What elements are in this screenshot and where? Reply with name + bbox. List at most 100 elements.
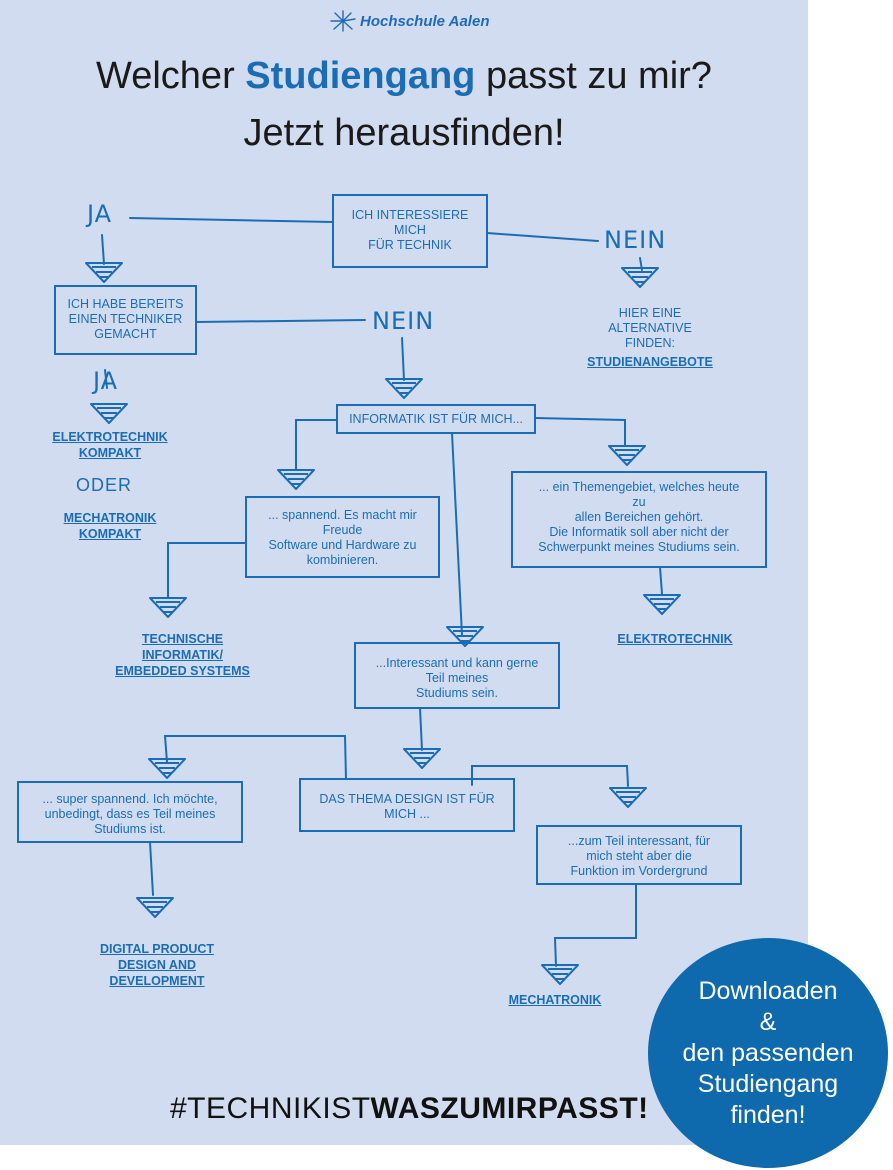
box-zumteil	[536, 825, 742, 885]
line: EMBEDDED SYSTEMS	[115, 664, 250, 678]
line: ... spannend. Es macht mir	[268, 508, 417, 522]
line: MICH ...	[384, 807, 430, 821]
line: Studiums sein.	[416, 686, 498, 700]
line: MECHATRONIK	[63, 511, 157, 525]
line: HIER EINE	[618, 306, 682, 320]
line: Die Informatik soll aber nicht der	[549, 525, 729, 539]
line: allen Bereichen gehört.	[574, 510, 704, 524]
title-part-2: passt zu mir?	[475, 55, 712, 97]
box-techniker	[54, 285, 197, 355]
box-super	[17, 781, 243, 843]
starburst-icon	[330, 10, 356, 32]
line: mich steht aber die	[586, 849, 692, 863]
line: ... ein Themengebiet, welches heute	[538, 480, 740, 494]
line: DAS THEMA DESIGN IST FÜR	[319, 792, 495, 806]
link-technische-informatik[interactable]: TECHNISCHE INFORMATIK/EMBEDDED SYSTEMS	[100, 631, 265, 679]
label-nein-1: NEIN	[604, 226, 667, 254]
line: ICH HABE BEREITS	[67, 297, 184, 311]
box-spannend	[245, 496, 440, 578]
link-digital-product-design[interactable]: DIGITAL PRODUCT DESIGN AND DEVELOPMENT	[82, 941, 232, 989]
line: KOMPAKT	[78, 527, 142, 541]
line: ICH INTERESSIERE	[351, 208, 469, 222]
line: EINEN TECHNIKER	[68, 312, 183, 326]
line: MICH	[394, 223, 426, 237]
box-interessant	[354, 642, 560, 709]
box-technik	[332, 194, 488, 268]
link-elektrotechnik-kompakt[interactable]: ELEKTROTECHNIK KOMPAKT	[40, 429, 180, 461]
line: ...zum Teil interessant, für	[567, 834, 711, 848]
line: ALTERNATIVE	[608, 321, 692, 335]
cta-line: Studiengang	[697, 1069, 839, 1098]
label-oder: ODER	[76, 475, 133, 495]
poster-background	[0, 0, 808, 1145]
arrow-to-digital-product	[136, 897, 174, 918]
download-cta-button[interactable]: Downloaden & den passenden Studiengang f…	[648, 938, 888, 1168]
cta-line: Downloaden	[698, 976, 838, 1005]
line: zu	[632, 495, 646, 509]
cta-line: finden!	[730, 1100, 806, 1129]
arrow-to-zumteil	[609, 787, 647, 808]
page-title: Welcher Studiengang passt zu mir?	[0, 55, 808, 98]
logo-text: Hochschule Aalen	[360, 12, 490, 30]
page-subtitle: Jetzt herausfinden!	[243, 112, 565, 154]
cta-line: den passenden	[682, 1038, 854, 1067]
line: Schwerpunkt meines Studiums sein.	[538, 540, 740, 554]
arrow-to-elektro-kompakt	[90, 403, 128, 424]
line: Software und Hardware zu	[268, 538, 417, 552]
question-informatik: INFORMATIK IST FÜR MICH...	[349, 412, 523, 426]
line: DESIGN AND	[117, 958, 196, 972]
title-highlight: Studiengang	[245, 55, 476, 97]
line: FÜR TECHNIK	[368, 238, 452, 252]
label-nein-2: NEIN	[372, 307, 435, 335]
line: Studiums ist.	[94, 822, 166, 836]
line: DEVELOPMENT	[109, 974, 205, 988]
arrow-to-mechatronik	[541, 964, 579, 985]
line: ... super spannend. Ich möchte,	[42, 792, 218, 806]
line: ELEKTROTECHNIK	[52, 430, 168, 444]
label-ja-2: JA	[93, 367, 119, 395]
flowchart-lines	[17, 194, 767, 985]
line: Funktion im Vordergrund	[570, 864, 708, 878]
line: Freude	[322, 523, 363, 537]
box-themengebiet	[511, 471, 767, 568]
line: unbedingt, dass es Teil meines	[44, 807, 216, 821]
hochschule-logo[interactable]: Hochschule Aalen	[330, 10, 489, 32]
arrow-to-elektrotechnik	[643, 594, 681, 615]
line: kombinieren.	[306, 553, 379, 567]
hashtag-part-2: WASZUMIRPASST!	[370, 1092, 649, 1125]
hashtag-part-1: #TECHNIKIST	[170, 1092, 371, 1125]
link-mechatronik[interactable]: MECHATRONIK	[508, 993, 602, 1007]
line: Teil meines	[425, 671, 489, 685]
line: GEMACHT	[94, 327, 157, 341]
cta-line: &	[759, 1007, 777, 1036]
arrow-to-spannend	[277, 469, 315, 490]
answer-super-spannend: ... super spannend. Ich möchte,unbedingt…	[18, 792, 242, 837]
arrow-to-design	[403, 748, 441, 769]
hashtag-slogan: #TECHNIKISTWASZUMIRPASST!	[170, 1092, 649, 1126]
link-mechatronik-kompakt[interactable]: MECHATRONIK KOMPAKT	[40, 510, 180, 542]
box-design	[299, 778, 515, 832]
link-elektrotechnik[interactable]: ELEKTROTECHNIK	[617, 632, 733, 646]
arrow-to-techniker	[85, 262, 123, 283]
line: INFORMATIK/	[141, 648, 223, 662]
label-ja-1: JA	[87, 200, 113, 228]
line: KOMPAKT	[78, 446, 142, 460]
arrow-to-informatik	[385, 378, 423, 399]
arrow-to-themengebiet	[608, 445, 646, 466]
line: TECHNISCHE	[141, 632, 224, 646]
line: FINDEN:	[625, 336, 675, 350]
link-studienangebote[interactable]: STUDIENANGEBOTE	[587, 355, 713, 369]
arrow-to-technische-informatik	[149, 597, 187, 618]
line: DIGITAL PRODUCT	[99, 942, 215, 956]
title-part-1: Welcher	[96, 55, 246, 97]
line: ...Interessant und kann gerne	[375, 656, 539, 670]
arrow-to-alternative	[621, 267, 659, 288]
